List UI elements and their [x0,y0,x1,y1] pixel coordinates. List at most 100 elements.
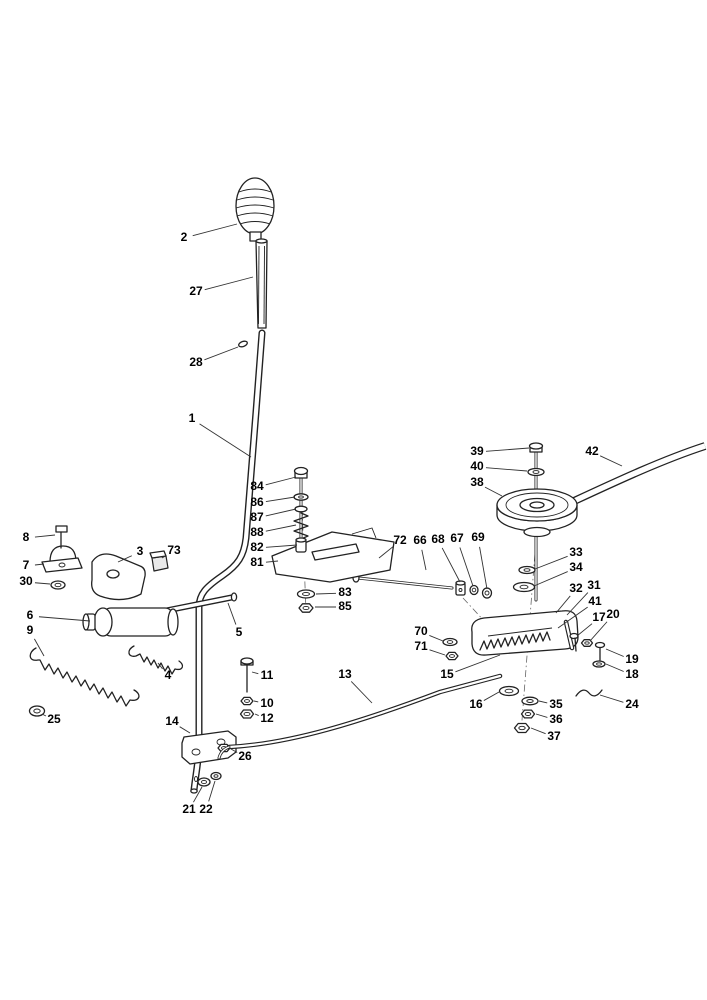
part-callout-20: 20 [589,607,620,642]
foot-bracket [181,730,237,787]
part-callout-70: 70 [414,624,444,642]
leader-line [199,423,252,458]
leader-line [157,662,163,670]
leader-line [254,713,259,716]
leader-line [459,547,474,587]
part-callout-81: 81 [250,555,279,569]
part-callout-42: 42 [585,444,623,467]
part-number-label: 4 [165,668,172,682]
part-callout-83: 83 [315,585,352,599]
part-callout-71: 71 [414,639,446,656]
part-callout-10: 10 [253,696,274,710]
leader-line [538,700,548,704]
leader-line [230,748,238,753]
idler-arm [442,610,606,697]
part-callout-31: 31 [566,578,601,616]
part-number-label: 31 [587,578,601,592]
part-callout-68: 68 [431,532,461,583]
gear-knob [235,177,275,242]
leader-line [179,726,191,734]
part-number-label: 1 [189,411,196,425]
part-number-label: 28 [189,355,203,369]
part-number-label: 3 [137,544,144,558]
part-callout-34: 34 [533,560,583,587]
part-callout-88: 88 [250,524,297,539]
leader-line [265,496,296,503]
part-callout-38: 38 [470,475,503,497]
part-number-label: 41 [588,594,602,608]
engagement-rod [352,573,493,599]
part-number-label: 40 [470,459,484,473]
part-number-label: 73 [167,543,181,557]
leader-line [485,447,530,452]
leader-line [378,546,394,559]
part-number-label: 69 [471,530,485,544]
part-number-label: 11 [261,668,274,682]
leader-line [38,616,91,622]
lower-stack [498,685,539,734]
leader-line [605,648,624,657]
part-callout-16: 16 [469,691,500,711]
part-number-label: 38 [470,475,484,489]
pulley-washers [512,565,536,593]
part-number-label: 26 [238,749,252,763]
leader-line [589,621,608,642]
part-number-label: 34 [569,560,583,574]
part-callout-12: 12 [254,711,274,725]
leader-line [265,508,297,517]
part-callout-24: 24 [599,694,639,711]
part-number-label: 86 [250,495,264,509]
diagram-artwork [28,177,707,794]
part-number-label: 70 [414,624,428,638]
part-callout-33: 33 [534,545,583,570]
part-number-label: 14 [165,714,179,728]
part-callout-41: 41 [557,594,602,629]
part-callout-30: 30 [19,574,51,588]
part-callout-6: 6 [27,608,91,622]
part-callout-84: 84 [250,476,297,493]
part-callout-39: 39 [470,444,530,458]
pivot-housing [82,607,179,637]
leader-line [117,555,132,563]
part-number-label: 82 [250,540,264,554]
part-number-label: 36 [549,712,563,726]
part-callout-13: 13 [338,667,373,704]
part-callout-21: 21 [182,786,203,816]
part-number-label: 33 [569,545,583,559]
leader-line [535,713,548,718]
part-number-label: 9 [27,623,34,637]
leader-line [350,681,373,704]
part-callout-7: 7 [23,558,45,572]
part-callout-14: 14 [165,714,191,734]
leader-line [421,549,427,571]
part-callout-4: 4 [157,662,172,682]
part-callout-82: 82 [250,540,298,554]
leader-line [557,606,588,629]
leader-line [599,455,623,467]
part-number-label: 7 [23,558,30,572]
part-callout-28: 28 [189,346,239,369]
part-number-label: 6 [27,608,34,622]
part-callout-40: 40 [470,459,528,473]
part-number-label: 10 [260,696,274,710]
part-callout-11: 11 [251,668,274,682]
part-callout-9: 9 [27,623,45,657]
part-callout-1: 1 [189,411,252,458]
small-spring [128,645,184,675]
clamp-hardware [41,525,83,590]
part-number-label: 35 [549,697,563,711]
part-number-label: 8 [23,530,30,544]
part-number-label: 42 [585,444,599,458]
part-callout-32: 32 [555,581,583,614]
part-number-label: 87 [250,510,264,524]
part-callout-67: 67 [450,531,474,587]
part-number-label: 24 [625,697,639,711]
leader-line [599,694,624,703]
leader-line [193,786,203,803]
bolt-stack [239,657,255,719]
control-rod [217,673,503,760]
part-number-label: 83 [338,585,352,599]
part-callout-15: 15 [440,654,501,681]
